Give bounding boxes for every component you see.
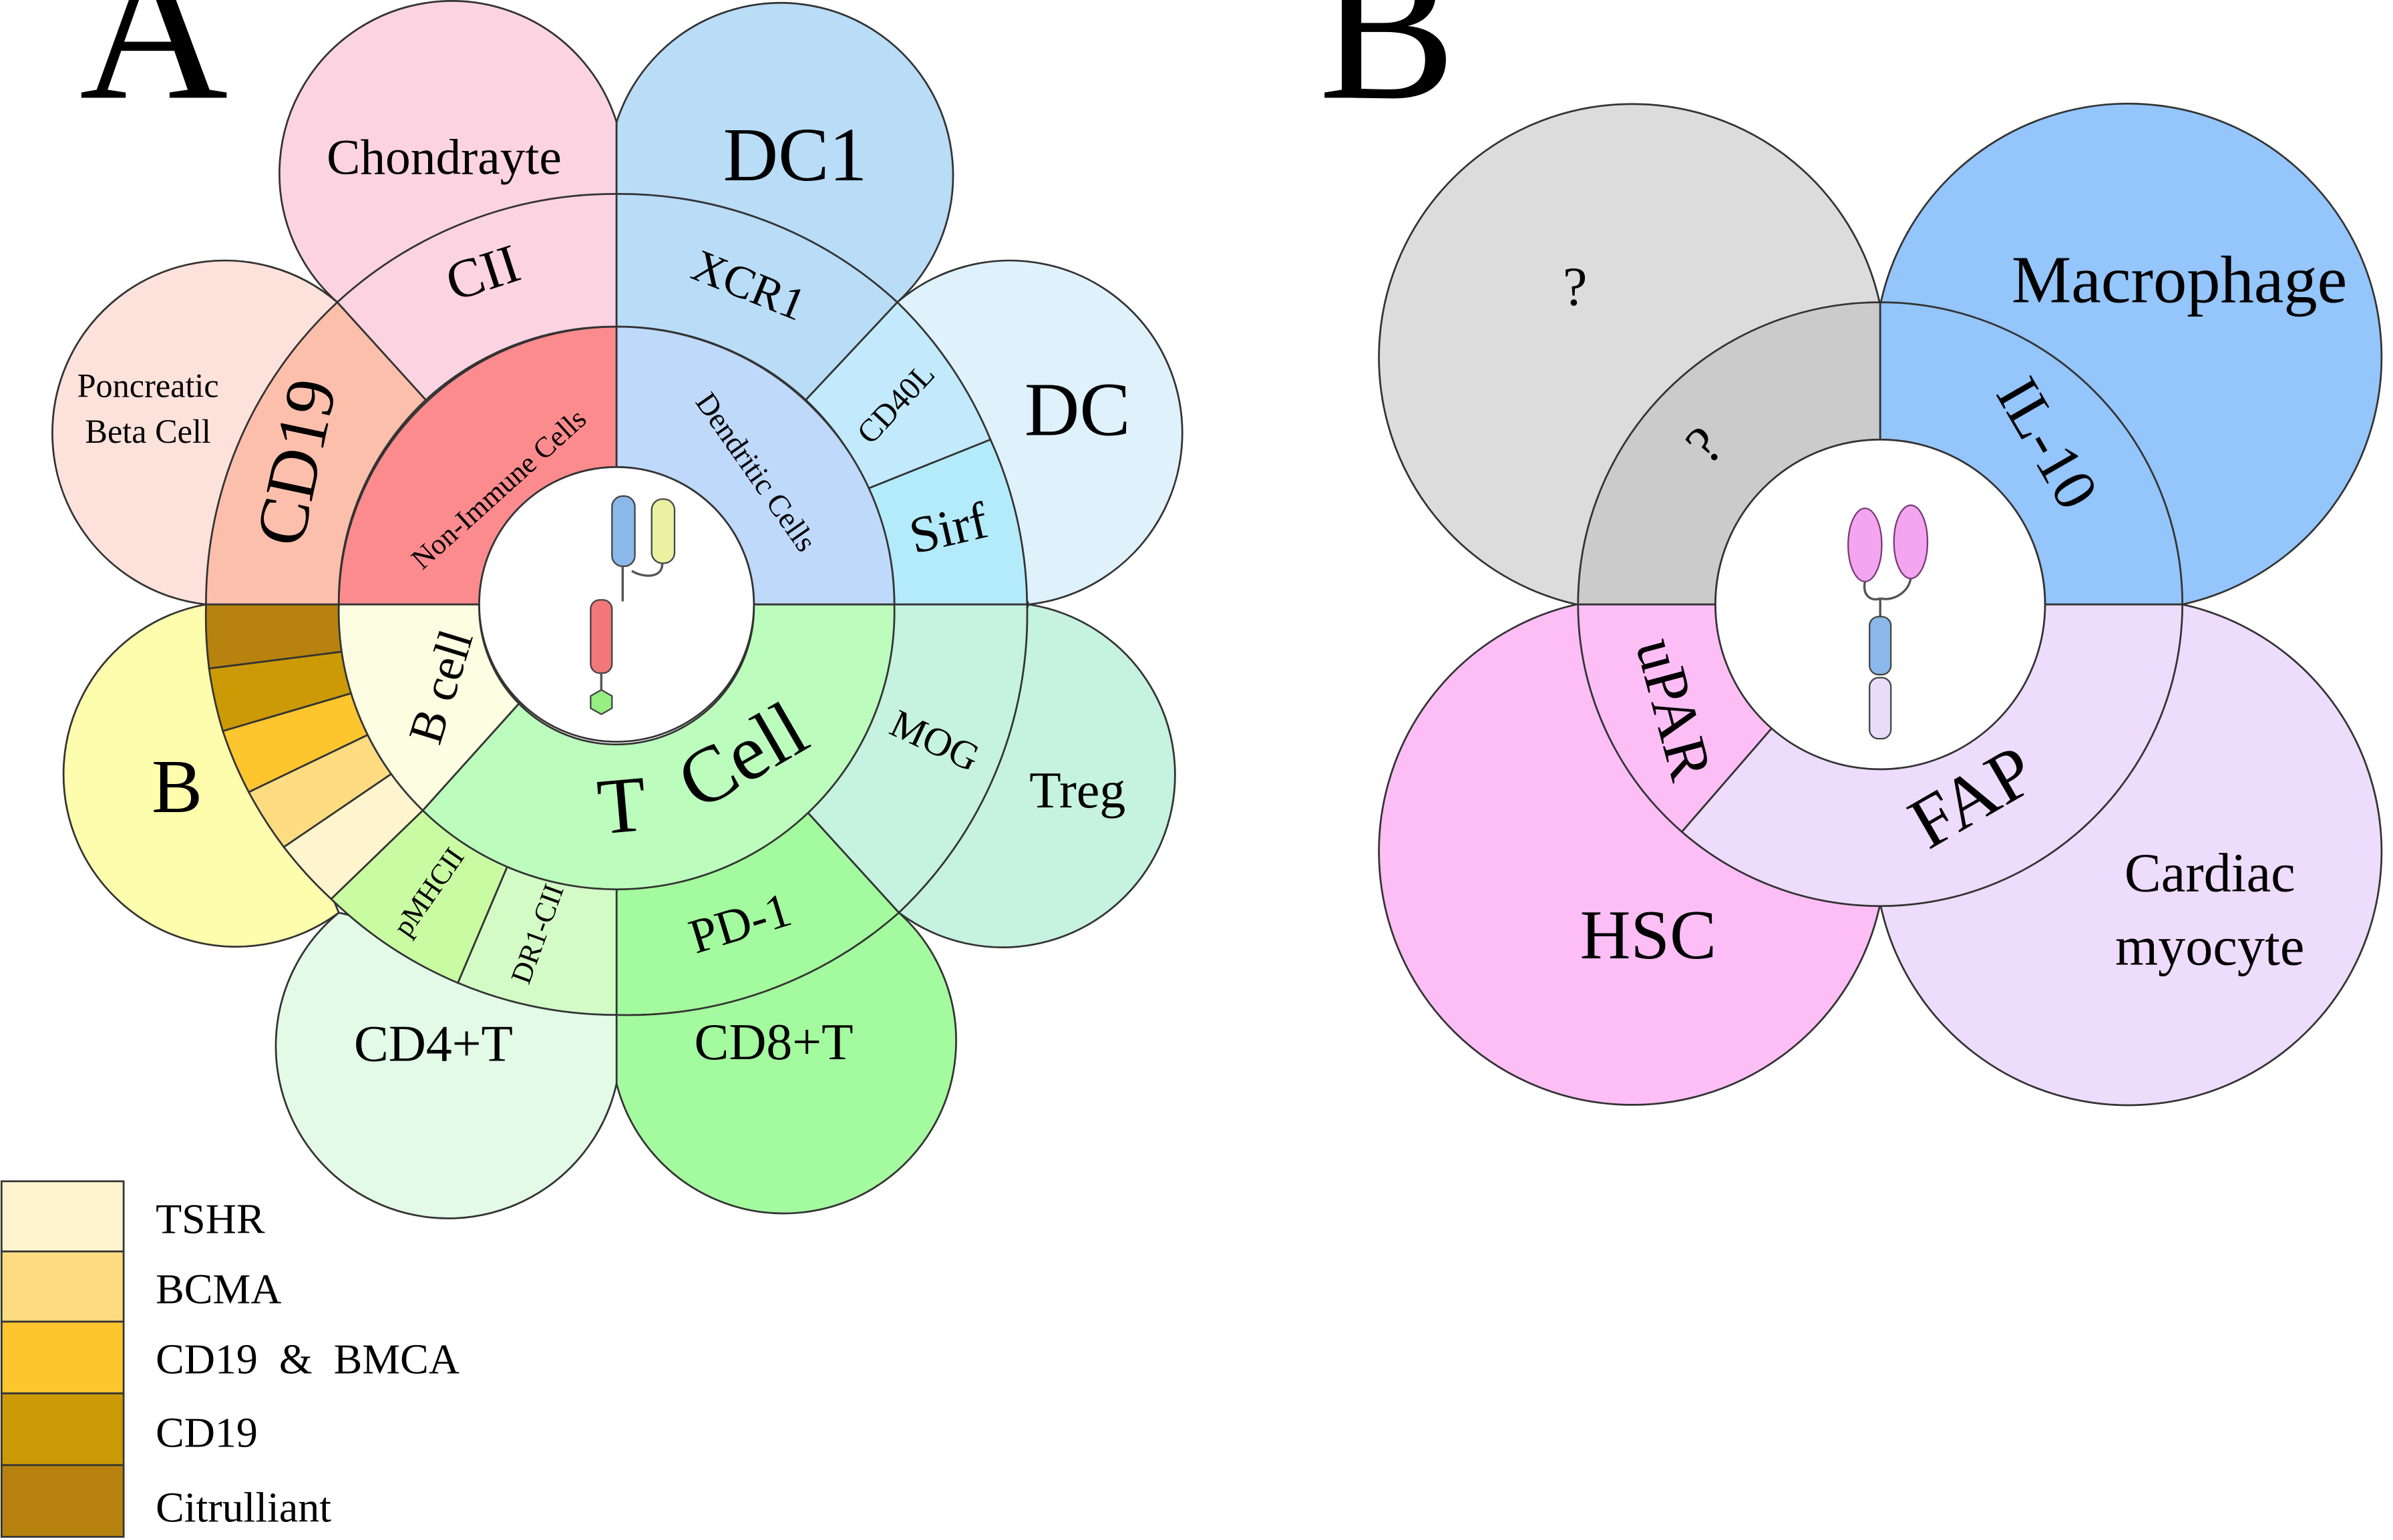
legend-label-citrulliant: Citrulliant <box>156 1483 331 1531</box>
panel-a-letter: A <box>79 0 228 142</box>
legend-swatch-cd19-bmca <box>0 1320 125 1394</box>
label-t-cell-t: T <box>594 759 650 851</box>
panel-b-letter: B <box>1318 0 1456 142</box>
label-cd4t: CD4+T <box>354 1014 513 1072</box>
legend-swatch-citrulliant <box>0 1464 125 1538</box>
label-dc: DC <box>1025 367 1131 451</box>
petal-treg <box>898 603 1176 948</box>
label-myocyte: myocyte <box>2115 916 2304 976</box>
petal-dc <box>896 259 1183 606</box>
label-chondrayte: Chondrayte <box>327 130 562 186</box>
segment-t-cell <box>421 603 896 891</box>
legend-swatch-cd19 <box>0 1392 125 1467</box>
legend-swatch-bcma <box>0 1250 125 1323</box>
label-poncreatic: Poncreatic <box>77 367 219 404</box>
petal-beta-cell <box>51 259 339 606</box>
label-unknown-cell: ? <box>1563 256 1588 317</box>
label-beta-cell: Beta Cell <box>85 413 210 450</box>
petal-b <box>62 603 340 948</box>
label-cd8t: CD8+T <box>695 1013 854 1071</box>
legend-label-tshr: TSHR <box>156 1195 265 1243</box>
legend-label-cd19-bmca: CD19 & BMCA <box>156 1336 459 1383</box>
label-b: B <box>152 744 202 829</box>
legend: TSHR BCMA CD19 & BMCA CD19 Citrulliant <box>0 1180 459 1538</box>
label-hsc: HSC <box>1580 896 1716 974</box>
panel-a: A <box>51 0 1183 1219</box>
label-treg: Treg <box>1029 761 1125 819</box>
legend-swatch-tshr <box>0 1180 125 1253</box>
legend-label-cd19: CD19 <box>156 1408 258 1456</box>
car-receptor-icon-b <box>1847 504 1929 740</box>
panel-b: B ? Macrophage Cardiac myocyte HSC ? IL-… <box>1318 0 2383 1107</box>
legend-label-bcma: BCMA <box>156 1266 281 1313</box>
car-receptor-icon <box>590 495 676 715</box>
label-dc1: DC1 <box>723 112 868 197</box>
center-disc-a <box>478 466 755 743</box>
label-cardiac: Cardiac <box>2125 843 2295 904</box>
label-macrophage: Macrophage <box>2012 242 2347 317</box>
